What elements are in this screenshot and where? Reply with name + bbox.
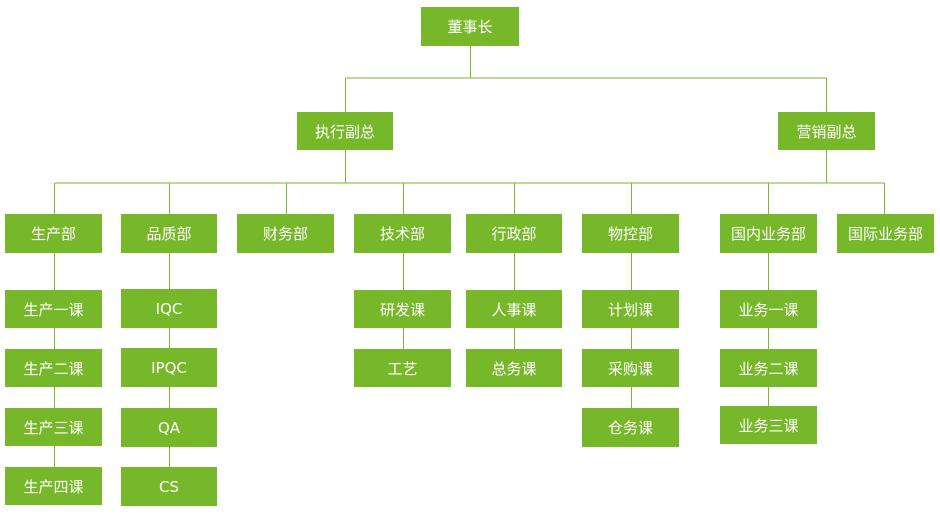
dept-technology: 技术部 [354,214,451,253]
sub-sales-3: 业务三课 [720,406,817,444]
sub-general-affairs: 总务课 [466,349,562,387]
sub-cs: CS [121,467,217,506]
dept-production: 生产部 [5,214,102,253]
sub-sales-2: 业务二课 [720,349,817,387]
sub-planning: 计划课 [582,290,679,328]
dept-domestic-sales: 国内业务部 [720,214,817,253]
node-marketing-vp: 营销副总 [778,112,875,150]
dept-quality: 品质部 [121,214,217,253]
sub-process: 工艺 [354,349,451,387]
sub-production-2: 生产二课 [5,349,102,387]
node-executive-vp: 执行副总 [297,112,393,150]
node-chairman: 董事长 [421,7,519,46]
sub-warehouse: 仓务课 [582,408,679,447]
sub-ipqc: IPQC [121,348,217,387]
sub-qa: QA [121,408,217,447]
dept-international-sales: 国际业务部 [837,214,934,253]
sub-production-1: 生产一课 [5,290,102,328]
sub-rnd: 研发课 [354,290,451,328]
sub-purchasing: 采购课 [582,349,679,387]
dept-material-control: 物控部 [582,214,679,253]
dept-finance: 财务部 [237,214,334,253]
sub-production-4: 生产四课 [5,467,102,505]
dept-administration: 行政部 [466,214,562,253]
sub-hr: 人事课 [466,290,562,328]
sub-iqc: IQC [121,289,217,328]
sub-production-3: 生产三课 [5,408,102,446]
sub-sales-1: 业务一课 [720,290,817,328]
